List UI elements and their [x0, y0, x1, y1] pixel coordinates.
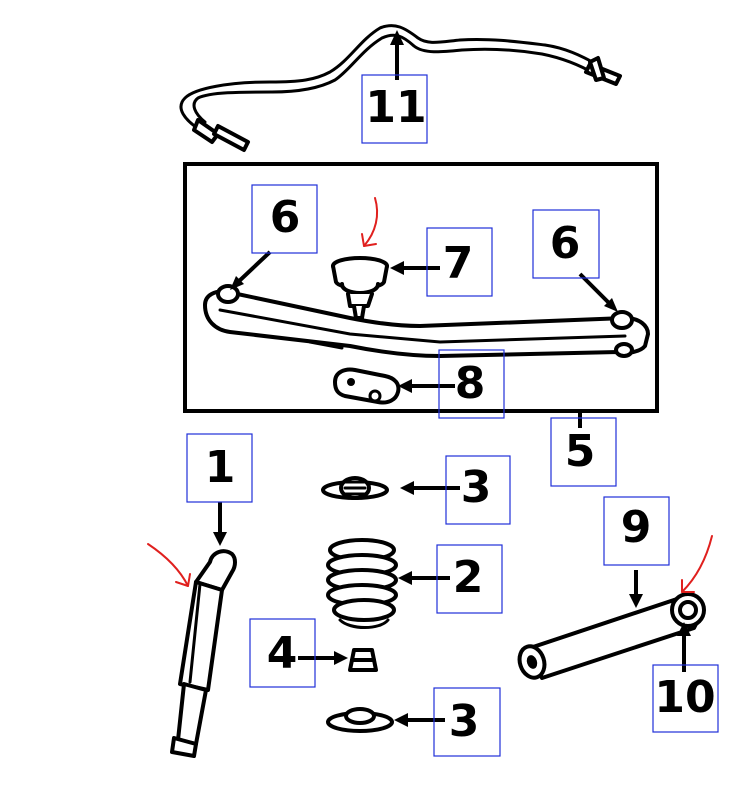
leader-6b — [578, 272, 614, 308]
arrowhead-6b — [604, 298, 618, 312]
control-arm-frame — [183, 162, 659, 413]
arrowhead-11 — [390, 30, 404, 45]
arrowhead-6a — [230, 276, 244, 290]
red-annotation-arrow-1 — [147, 543, 191, 587]
callout-number: 3 — [461, 462, 492, 513]
callout-11: 11 — [361, 74, 428, 144]
arrowhead-2 — [398, 571, 412, 585]
shock-absorber-part — [170, 549, 237, 758]
callout-9: 9 — [603, 496, 670, 566]
stabilizer-bar-part — [179, 24, 622, 152]
control-arm-part — [203, 284, 650, 358]
arrowhead-10 — [677, 622, 691, 636]
callout-8: 8 — [438, 349, 505, 419]
callout-6-left: 6 — [251, 184, 318, 254]
arrowhead-3b — [394, 713, 408, 727]
callout-number: 4 — [267, 628, 298, 679]
callout-number: 11 — [365, 82, 426, 133]
callout-4: 4 — [249, 618, 316, 688]
arrowhead-8 — [398, 379, 412, 393]
callout-6-right: 6 — [532, 209, 600, 279]
callout-number: 1 — [205, 442, 236, 493]
bracket-part — [333, 367, 401, 405]
callout-5: 5 — [550, 417, 617, 487]
callout-3-lower: 3 — [433, 687, 501, 757]
arrowhead-3a — [400, 481, 414, 495]
callout-number: 8 — [455, 358, 486, 409]
callout-number: 6 — [270, 192, 301, 243]
callout-7: 7 — [426, 227, 493, 297]
callout-number: 2 — [453, 552, 484, 603]
red-annotation-arrow-10 — [681, 535, 713, 593]
callout-number: 10 — [654, 672, 715, 723]
callout-number: 6 — [550, 218, 581, 269]
arrowhead-9 — [629, 594, 643, 608]
callout-number: 3 — [449, 696, 480, 747]
arrowhead-1 — [213, 532, 227, 546]
spring-seat-lower-part — [326, 707, 394, 733]
leader-6a — [234, 250, 272, 286]
callout-number: 5 — [565, 426, 596, 477]
callout-number: 7 — [443, 238, 474, 289]
callout-10: 10 — [652, 664, 719, 733]
coil-spring-part — [326, 538, 398, 629]
arrowhead-4 — [334, 651, 348, 665]
callout-3-upper: 3 — [445, 455, 511, 525]
arrowhead-7 — [390, 261, 404, 275]
callout-number: 9 — [621, 502, 652, 553]
callout-1: 1 — [186, 433, 253, 503]
callout-2: 2 — [436, 544, 503, 614]
spring-seat-upper-part — [321, 476, 389, 500]
ball-joint-part — [331, 256, 389, 320]
trailing-arm-part — [517, 592, 706, 680]
bump-stop-part — [348, 648, 378, 672]
red-annotation-arrow-7 — [361, 197, 379, 247]
